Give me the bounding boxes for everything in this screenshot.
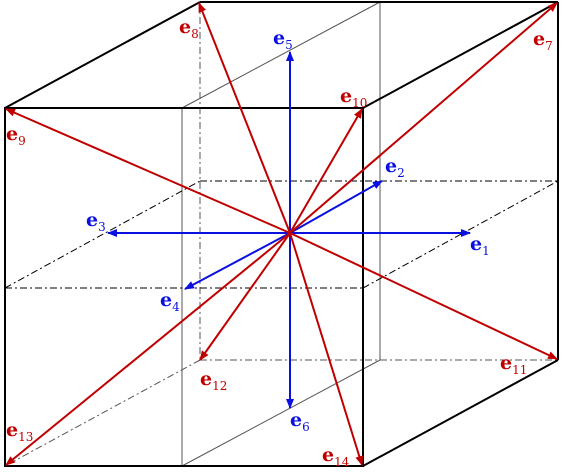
arrow-e2	[289, 180, 383, 234]
label-e13: e13	[6, 419, 33, 444]
label-e3: e3	[86, 209, 106, 234]
arrow-e14	[289, 232, 364, 466]
label-e2: e2	[385, 155, 405, 180]
label-e11: e11	[500, 352, 527, 377]
label-e12: e12	[200, 368, 227, 393]
label-e4: e4	[160, 289, 180, 314]
mid-plane-lines	[4, 180, 559, 289]
label-e1: e1	[470, 233, 490, 258]
cube-edges	[4, 1, 559, 467]
label-e7: e7	[533, 28, 553, 53]
arrow-e9	[5, 108, 291, 234]
label-e9: e9	[6, 123, 26, 148]
label-e5: e5	[273, 27, 293, 52]
arrow-e7	[289, 2, 558, 234]
arrow-e8	[198, 2, 291, 234]
arrow-e11	[289, 232, 558, 360]
label-e6: e6	[290, 409, 310, 434]
vector-labels: e1 e2 e3 e4 e5 e6 e7 e8 e9 e10 e11 e12 e13 e14	[6, 16, 553, 469]
arrow-e10	[289, 108, 363, 234]
arrow-e4	[184, 232, 291, 290]
velocity-arrows	[5, 2, 558, 466]
arrow-e13	[5, 232, 291, 466]
label-e14: e14	[322, 444, 350, 469]
arrow-e12	[199, 232, 291, 361]
label-e8: e8	[179, 16, 199, 41]
label-e10: e10	[340, 85, 367, 110]
